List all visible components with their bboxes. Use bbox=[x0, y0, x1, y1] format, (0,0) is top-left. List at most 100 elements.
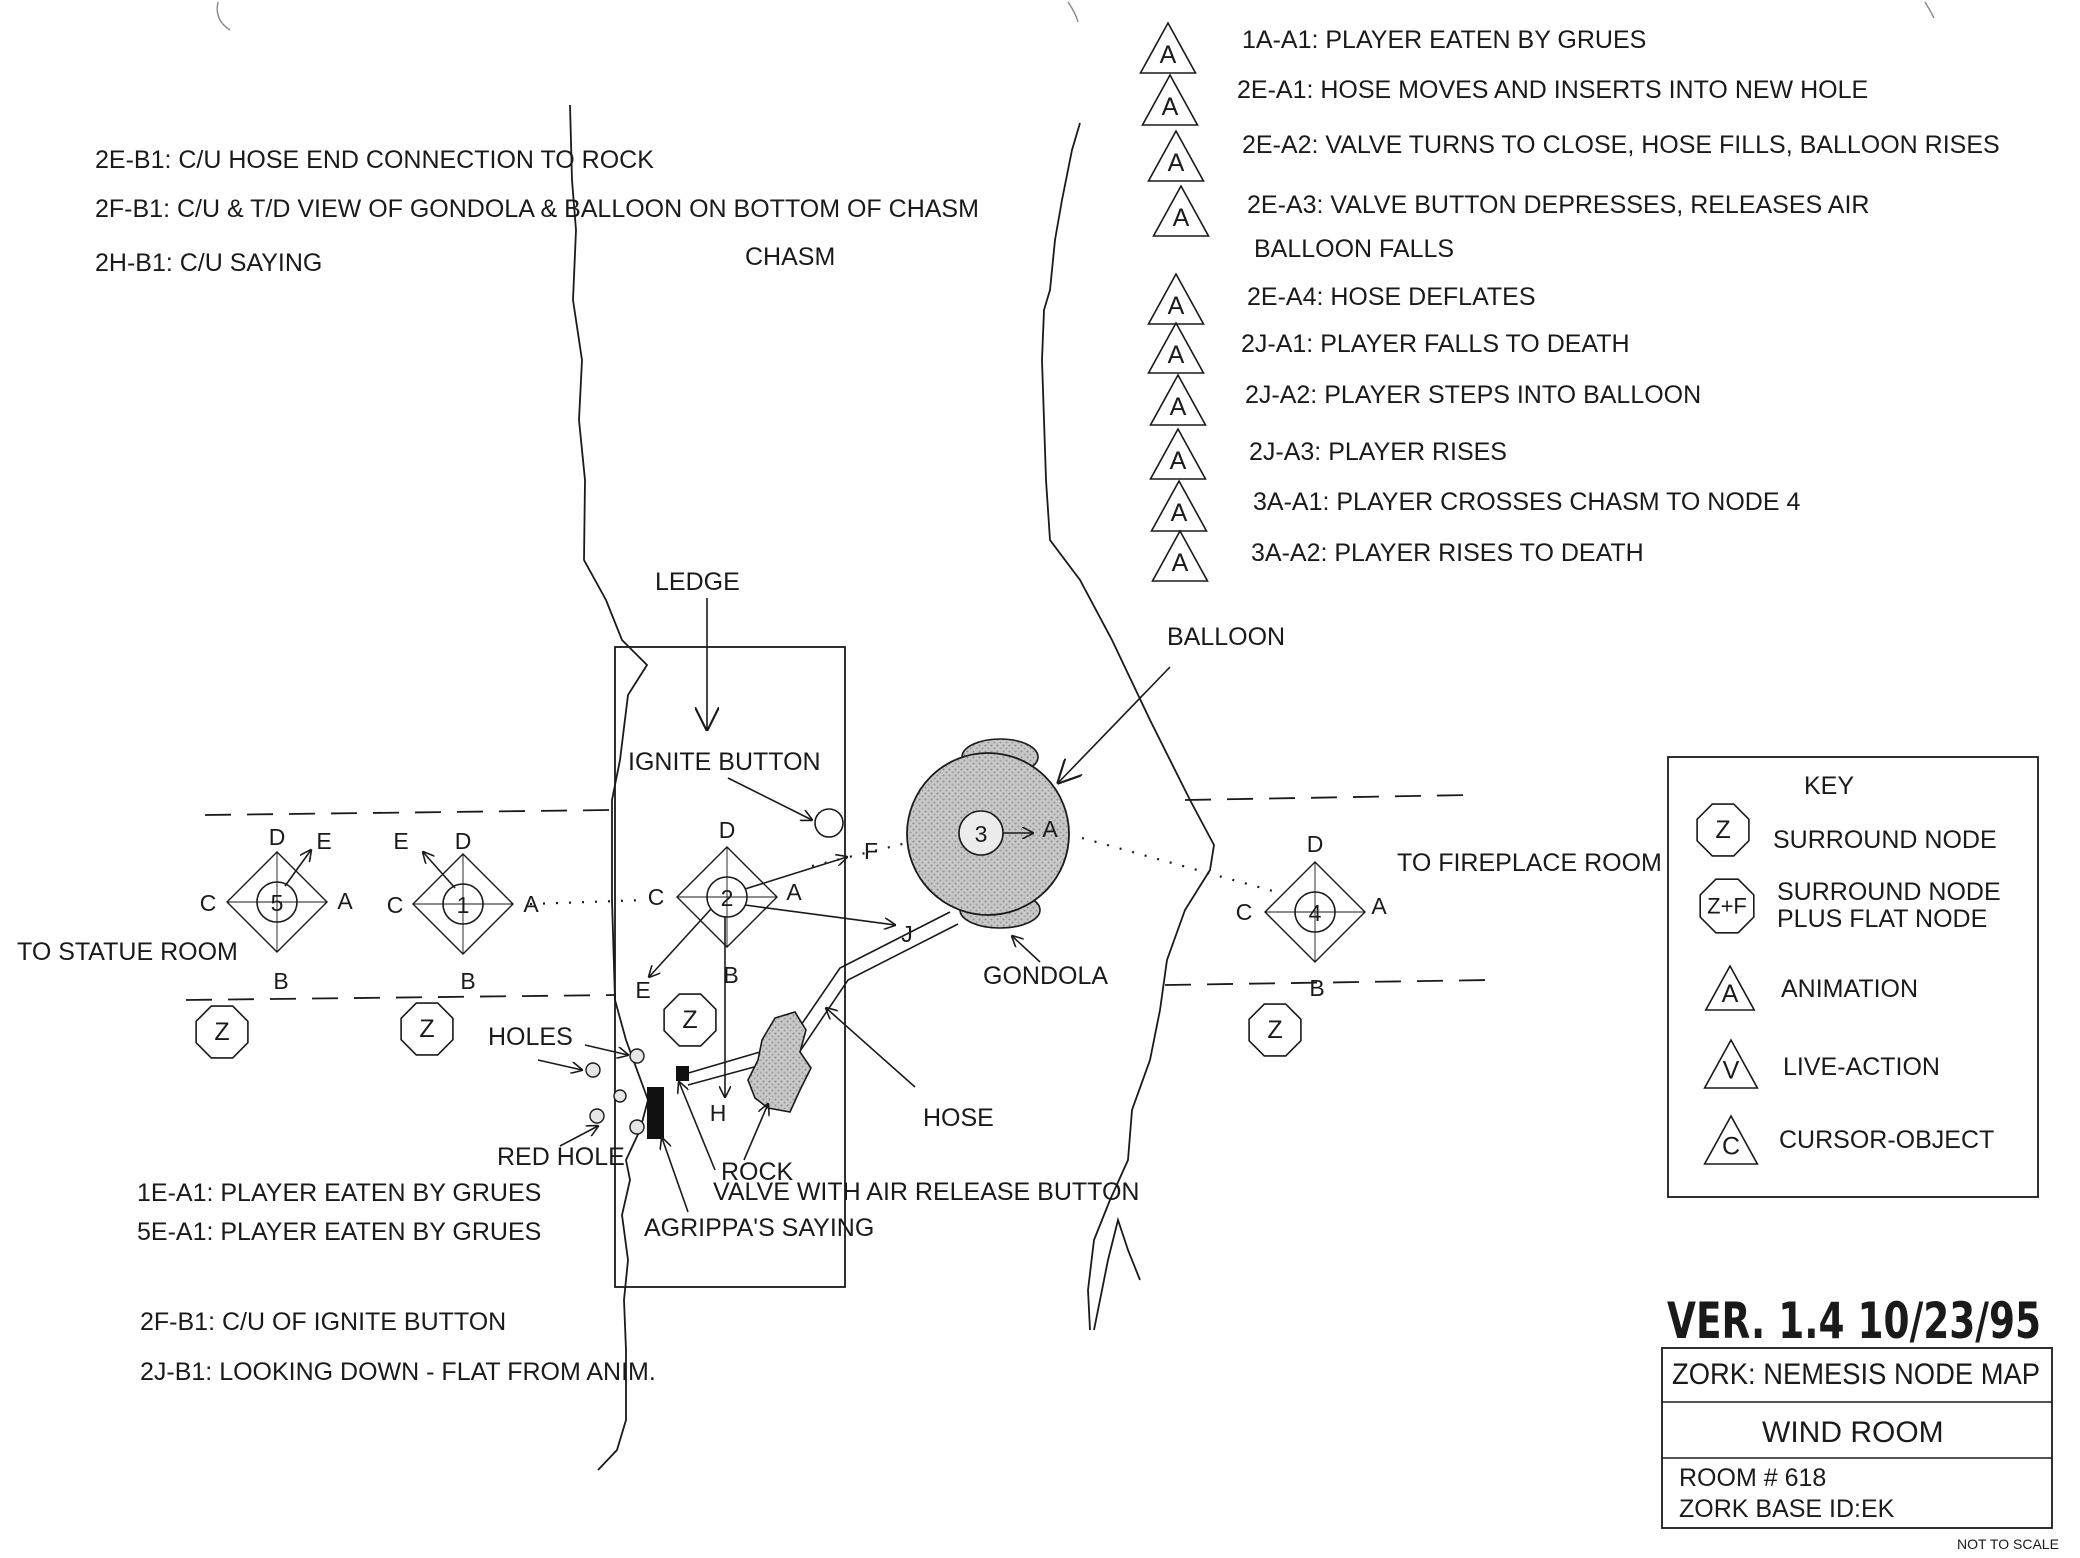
direction-b: B bbox=[273, 968, 288, 994]
triangle-letter: A bbox=[1168, 149, 1185, 177]
label-chasm: CHASM bbox=[745, 243, 835, 271]
key-cursor-object-icon: C bbox=[1703, 1114, 1759, 1165]
key-label-surround: SURROUND NODE bbox=[1773, 826, 1997, 854]
octagon-outline bbox=[195, 1005, 249, 1059]
connection-3-4 bbox=[1081, 836, 1281, 895]
animation-triangle-icon: A bbox=[1139, 21, 1197, 74]
red-hole bbox=[613, 1089, 627, 1103]
octagon-label: Z bbox=[1267, 1016, 1282, 1044]
direction-h: H bbox=[710, 1100, 727, 1126]
hose-arrow bbox=[826, 1008, 916, 1088]
note-2f-b1: 2F-B1: C/U & T/D VIEW OF GONDOLA & BALLO… bbox=[95, 195, 979, 223]
key-title: KEY bbox=[1804, 772, 1854, 800]
key-label-surround-flat-1: SURROUND NODE bbox=[1777, 878, 2001, 906]
direction-a: A bbox=[1042, 816, 1058, 842]
key-animation-icon: A bbox=[1704, 964, 1756, 1011]
direction-c: C bbox=[648, 884, 665, 910]
title-block-border bbox=[1661, 1347, 2053, 1529]
triangle-outline bbox=[1147, 321, 1205, 374]
triangle-letter: A bbox=[1162, 93, 1179, 121]
triangle-outline bbox=[1141, 73, 1199, 126]
legend-item-2j-a3: 2J-A3: PLAYER RISES bbox=[1249, 438, 1507, 466]
octagon-outline bbox=[1699, 878, 1755, 934]
arrow-f bbox=[744, 857, 847, 890]
triangle-outline bbox=[1149, 373, 1207, 426]
triangle-letter: A bbox=[1171, 499, 1188, 527]
arrow-e bbox=[284, 850, 311, 887]
direction-c: C bbox=[1236, 899, 1253, 925]
legend-item-3a-a2: 3A-A2: PLAYER RISES TO DEATH bbox=[1251, 539, 1644, 567]
connection-1-2 bbox=[529, 898, 646, 906]
direction-a: A bbox=[1371, 893, 1387, 919]
direction-j: J bbox=[901, 921, 913, 947]
triangle-outline bbox=[1151, 529, 1209, 582]
surround-node-octagon: Z bbox=[195, 1005, 249, 1059]
node-spokes bbox=[1265, 862, 1365, 962]
room-name: WIND ROOM bbox=[1762, 1416, 1944, 1449]
right-boundary-bottom bbox=[1164, 979, 1491, 986]
triangle-letter: A bbox=[1173, 204, 1190, 232]
version-stamp: VER. 1.4 10/23/95 bbox=[1667, 1292, 2041, 1350]
valve-arrow bbox=[679, 1082, 716, 1171]
label-agrippas-saying: AGRIPPA'S SAYING bbox=[644, 1214, 874, 1242]
animation-triangle-icon: A bbox=[1147, 272, 1205, 325]
rock-arrow bbox=[743, 1104, 768, 1161]
surround-node-octagon: Z bbox=[663, 993, 717, 1047]
left-boundary-bottom bbox=[185, 994, 617, 1001]
triangle-letter: A bbox=[1168, 292, 1185, 320]
direction-d: D bbox=[719, 817, 736, 843]
octagon-outline bbox=[400, 1002, 454, 1056]
gondola-arrow bbox=[1012, 936, 1041, 963]
legend-item-1a-a1: 1A-A1: PLAYER EATEN BY GRUES bbox=[1242, 26, 1646, 54]
key-surround-flat-icon: Z+F bbox=[1699, 878, 1755, 934]
base-id: ZORK BASE ID:EK bbox=[1679, 1495, 1895, 1523]
triangle-letter: A bbox=[1170, 447, 1187, 475]
legend-item-3a-a1: 3A-A1: PLAYER CROSSES CHASM TO NODE 4 bbox=[1253, 488, 1800, 516]
key-live-action-icon: V bbox=[1703, 1038, 1759, 1089]
hole bbox=[585, 1062, 601, 1078]
key-symbols: Z Z+F AVC bbox=[1696, 803, 1759, 1165]
node-spokes bbox=[677, 847, 777, 947]
holes-arrow-2 bbox=[584, 1044, 628, 1055]
ignite-button bbox=[814, 808, 844, 838]
note-2f-b1-ignite: 2F-B1: C/U OF IGNITE BUTTON bbox=[140, 1308, 506, 1336]
node-number: 3 bbox=[975, 821, 988, 847]
direction-d: D bbox=[1307, 831, 1324, 857]
room-number: ROOM # 618 bbox=[1679, 1464, 1826, 1492]
triangle-letter: A bbox=[1160, 41, 1177, 69]
legend-item-2e-a3: 2E-A3: VALVE BUTTON DEPRESSES, RELEASES … bbox=[1247, 191, 1869, 219]
ledge-platform bbox=[614, 646, 846, 1288]
arrow-e bbox=[649, 908, 712, 977]
direction-b: B bbox=[1309, 975, 1324, 1001]
hole bbox=[589, 1108, 605, 1124]
right-cliff-edge bbox=[1041, 122, 1215, 1331]
animation-triangle-icon: A bbox=[1152, 184, 1210, 237]
map-title: ZORK: NEMESIS NODE MAP bbox=[1672, 1358, 2040, 1391]
triangle-letter: A bbox=[1170, 393, 1187, 421]
hole bbox=[629, 1048, 645, 1064]
triangle-outline bbox=[1147, 129, 1205, 182]
label-gondola: GONDOLA bbox=[983, 962, 1108, 990]
direction-b: B bbox=[723, 962, 738, 988]
region-boundaries bbox=[185, 794, 1491, 1001]
label-ignite-button: IGNITE BUTTON bbox=[628, 748, 821, 776]
direction-a: A bbox=[523, 891, 539, 917]
animation-triangle-icon: A bbox=[1151, 529, 1209, 582]
animation-triangle-icon: A bbox=[1149, 427, 1207, 480]
label-ledge: LEDGE bbox=[655, 568, 740, 596]
animation-triangle-icon: A bbox=[1141, 73, 1199, 126]
animation-triangle-icon: A bbox=[1147, 321, 1205, 374]
direction-d: D bbox=[269, 824, 286, 850]
octagon-label: Z bbox=[1715, 816, 1730, 844]
key-surround-icon: Z bbox=[1696, 803, 1750, 857]
key-label-surround-flat-2: PLUS FLAT NODE bbox=[1777, 905, 1987, 933]
octagon-outline bbox=[1248, 1003, 1302, 1057]
agrippa-arrow bbox=[662, 1138, 689, 1213]
